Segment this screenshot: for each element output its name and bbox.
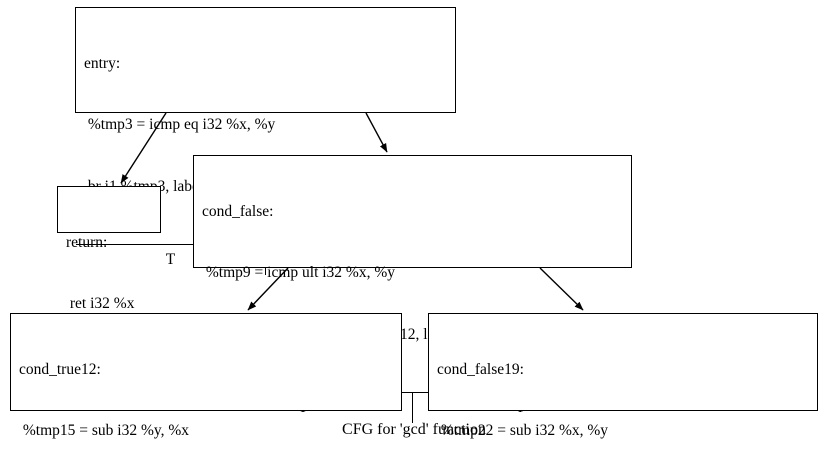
diagram-caption: CFG for 'gcd' function: [342, 421, 486, 438]
node-cond-true12-line-0: cond_true12:: [19, 360, 101, 378]
node-cond-false19[interactable]: cond_false19: %tmp22 = sub i32 %x, %y %t…: [428, 313, 818, 439]
node-cond-false-line-0: cond_false:: [202, 202, 274, 220]
node-entry-line-1: %tmp3 = icmp eq i32 %x, %y: [84, 116, 276, 134]
node-cond-false-line-1: %tmp9 = icmp ult i32 %x, %y: [202, 264, 396, 282]
node-cond-false19-line-0: cond_false19:: [437, 360, 524, 378]
node-cond-false19-body: cond_false19: %tmp22 = sub i32 %x, %y %t…: [429, 314, 817, 452]
node-cond-false19-line-1: %tmp22 = sub i32 %x, %y: [437, 422, 609, 440]
node-entry[interactable]: entry: %tmp3 = icmp eq i32 %x, %y br i1 …: [75, 7, 456, 275]
node-entry-port-true[interactable]: T: [165, 250, 176, 268]
node-cond-true12-body: cond_true12: %tmp15 = sub i32 %y, %x %tm…: [11, 314, 401, 452]
node-entry-line-0: entry:: [84, 54, 121, 72]
node-cond-true12[interactable]: cond_true12: %tmp15 = sub i32 %y, %x %tm…: [10, 313, 402, 439]
node-return-line-1: ret i32 %x: [66, 295, 135, 313]
node-cond-true12-line-1: %tmp15 = sub i32 %y, %x: [19, 422, 190, 440]
node-return-body: return: ret i32 %x: [58, 187, 160, 362]
node-cond-false[interactable]: cond_false: %tmp9 = icmp ult i32 %x, %y …: [193, 155, 632, 423]
node-return-line-0: return:: [66, 233, 108, 251]
node-return[interactable]: return: ret i32 %x: [57, 186, 161, 312]
